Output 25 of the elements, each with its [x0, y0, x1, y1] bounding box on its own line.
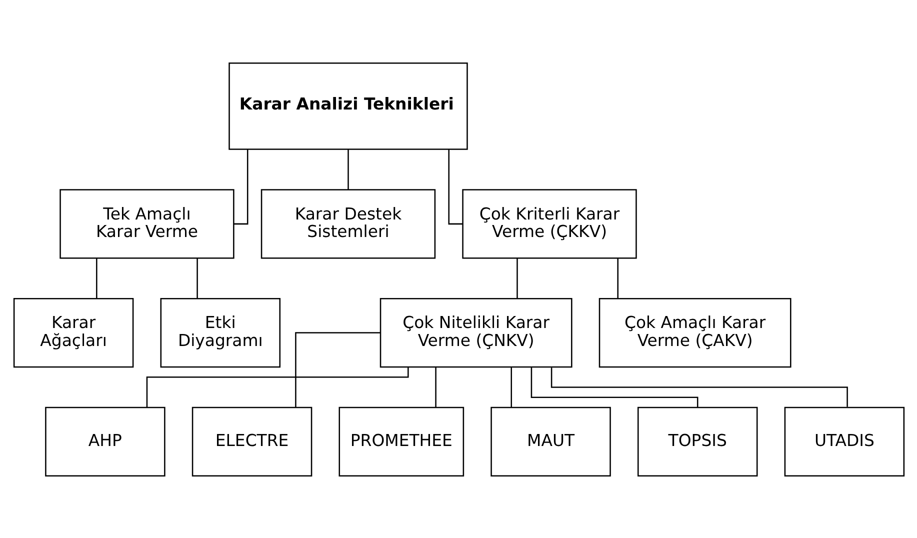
node-box: Karar Ağaçları: [12, 297, 134, 368]
connector: [294, 332, 380, 407]
connector: [550, 367, 848, 406]
node-box: Çok Nitelikli Karar Verme (ÇNKV): [379, 297, 572, 368]
node-box: AHP: [44, 406, 165, 476]
node-box: ELECTRE: [191, 406, 312, 476]
node-box: Karar Analizi Teknikleri: [228, 62, 468, 150]
node-box: Tek Amaçlı Karar Verme: [59, 188, 234, 258]
node-box: Çok Kriterli Karar Verme (ÇKKV): [462, 188, 636, 258]
connector: [530, 366, 698, 407]
node-box: Çok Amaçlı Karar Verme (ÇAKV): [598, 297, 791, 368]
node-box: Etki Diyagramı: [160, 297, 280, 368]
connector: [347, 148, 348, 190]
connector: [434, 366, 436, 407]
connector: [510, 366, 512, 407]
node-box: Karar Destek Sistemleri: [260, 188, 436, 258]
node-box: TOPSIS: [636, 406, 758, 476]
node-box: PROMETHEE: [338, 406, 464, 476]
connector: [616, 258, 618, 298]
node-box: UTADIS: [784, 406, 904, 476]
connector: [516, 258, 518, 298]
connector: [96, 258, 97, 298]
connector: [196, 258, 198, 298]
connector: [146, 366, 408, 407]
node-box: MAUT: [490, 406, 610, 476]
